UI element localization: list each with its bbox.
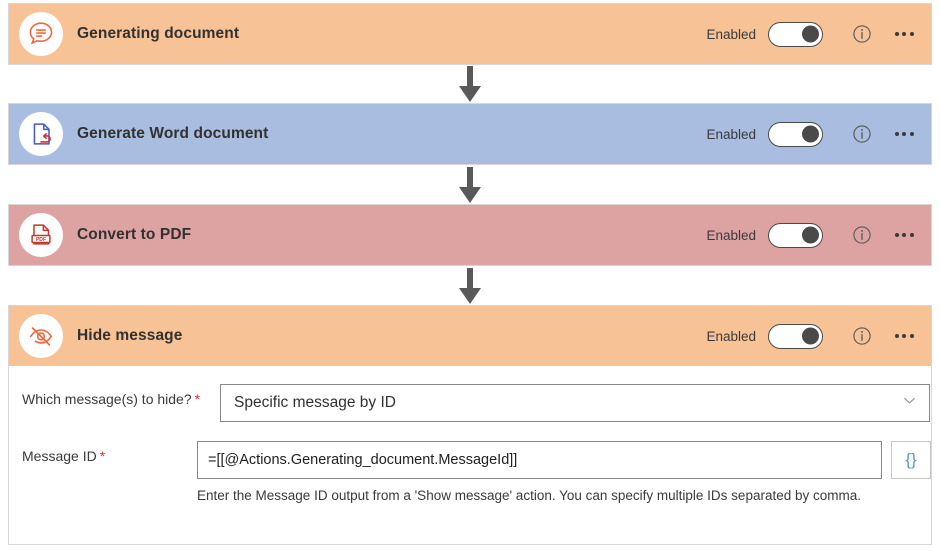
pdf-document-icon: PDF	[19, 213, 63, 257]
info-circle-icon[interactable]	[849, 222, 875, 248]
enabled-toggle[interactable]	[768, 121, 823, 147]
form-row-message-id: Message ID* =[[@Actions.Generating_docum…	[9, 441, 931, 479]
action-card-hide-message[interactable]: Hide message Enabled Which	[8, 305, 932, 545]
message-id-helper-row: Enter the Message ID output from a 'Show…	[9, 486, 931, 507]
enabled-toggle[interactable]	[768, 222, 823, 248]
card-header[interactable]: Generating document Enabled	[9, 4, 931, 64]
more-options-icon[interactable]	[891, 121, 917, 147]
arrow-down-icon	[456, 268, 484, 306]
which-message-label-text: Which message(s) to hide?	[22, 391, 192, 407]
form-row-which-message: Which message(s) to hide?* Specific mess…	[9, 384, 931, 422]
card-controls: Enabled	[706, 21, 917, 47]
card-header[interactable]: Hide message Enabled	[9, 306, 931, 366]
card-title: Convert to PDF	[77, 226, 192, 243]
enabled-label: Enabled	[706, 227, 756, 243]
more-options-icon[interactable]	[891, 21, 917, 47]
toggle-knob	[802, 25, 819, 43]
message-id-helper-text: Enter the Message ID output from a 'Show…	[197, 488, 861, 503]
card-title: Generating document	[77, 25, 240, 42]
message-id-value: =[[@Actions.Generating_document.MessageI…	[208, 452, 518, 468]
card-title: Generate Word document	[77, 125, 269, 142]
info-circle-icon[interactable]	[849, 323, 875, 349]
enabled-label: Enabled	[706, 26, 756, 42]
message-id-input[interactable]: =[[@Actions.Generating_document.MessageI…	[197, 441, 882, 479]
card-title: Hide message	[77, 327, 183, 344]
toggle-knob	[802, 125, 819, 143]
which-message-label: Which message(s) to hide?*	[22, 384, 220, 407]
card-controls: Enabled	[706, 323, 917, 349]
card-header[interactable]: Generate Word document Enabled	[9, 104, 931, 164]
card-controls: Enabled	[706, 121, 917, 147]
which-message-select[interactable]: Specific message by ID	[220, 384, 930, 422]
arrow-down-icon	[456, 66, 484, 104]
enabled-toggle[interactable]	[768, 21, 823, 47]
more-options-icon[interactable]	[891, 222, 917, 248]
word-document-icon	[19, 112, 63, 156]
info-circle-icon[interactable]	[849, 21, 875, 47]
message-id-label-text: Message ID	[22, 448, 97, 464]
eye-hidden-icon	[19, 314, 63, 358]
message-id-field-group: =[[@Actions.Generating_document.MessageI…	[197, 441, 931, 479]
action-card-convert-to-pdf[interactable]: PDF Convert to PDF Enabled	[8, 204, 932, 266]
speech-bubble-icon	[19, 12, 63, 56]
enabled-label: Enabled	[706, 328, 756, 344]
toggle-knob	[802, 226, 819, 244]
hide-message-form: Which message(s) to hide?* Specific mess…	[9, 366, 931, 507]
info-circle-icon[interactable]	[849, 121, 875, 147]
enabled-toggle[interactable]	[768, 323, 823, 349]
arrow-down-icon	[456, 167, 484, 205]
expression-builder-button[interactable]: {}	[891, 441, 931, 479]
more-options-icon[interactable]	[891, 323, 917, 349]
enabled-label: Enabled	[706, 126, 756, 142]
card-controls: Enabled	[706, 222, 917, 248]
which-message-selected-value: Specific message by ID	[234, 394, 396, 411]
toggle-knob	[802, 327, 819, 345]
action-card-generating-document[interactable]: Generating document Enabled	[8, 3, 932, 65]
card-header[interactable]: PDF Convert to PDF Enabled	[9, 205, 931, 265]
chevron-down-icon[interactable]	[902, 393, 917, 413]
action-card-generate-word-document[interactable]: Generate Word document Enabled	[8, 103, 932, 165]
required-asterisk: *	[99, 448, 106, 464]
message-id-label: Message ID*	[22, 441, 197, 464]
svg-text:PDF: PDF	[36, 237, 46, 243]
required-asterisk: *	[194, 391, 201, 407]
